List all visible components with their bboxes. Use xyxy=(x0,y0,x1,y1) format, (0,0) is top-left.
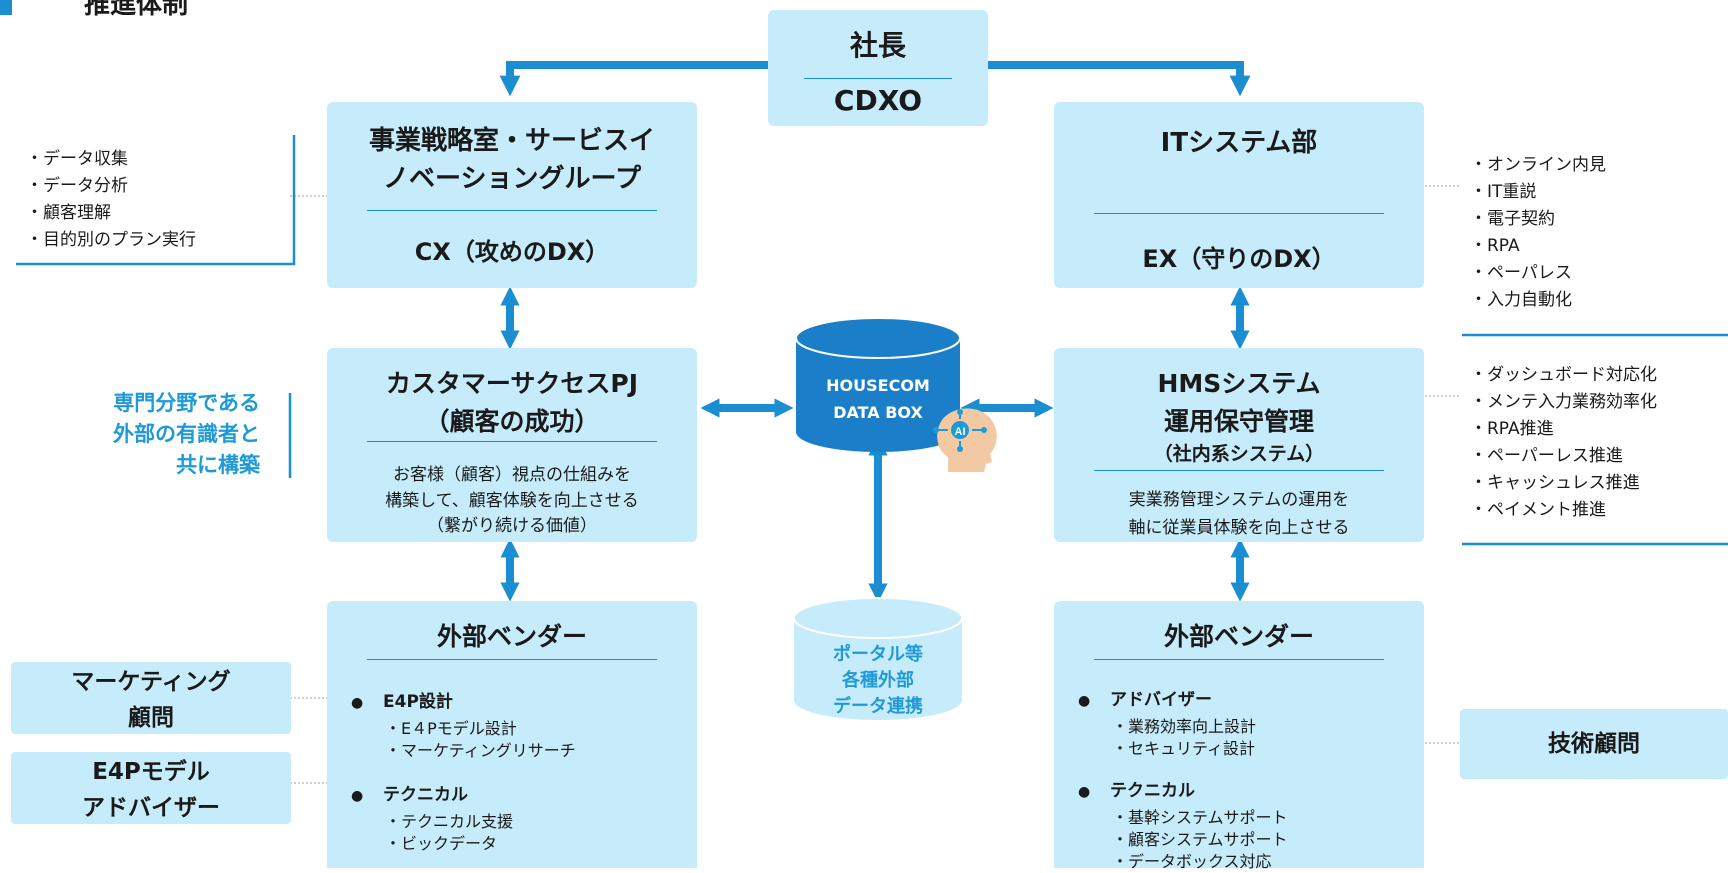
strategy-sub: CX（攻めのDX） xyxy=(414,238,610,266)
it-feature-item: IT重説 xyxy=(1470,179,1606,206)
portal-label-line1: ポータル等 xyxy=(833,644,923,665)
it-system-title: ITシステム部 xyxy=(1160,128,1318,158)
cs-desc-line3: （繋がり続ける価値） xyxy=(427,516,597,536)
left-note-line: 共に構築 xyxy=(176,453,260,477)
vendor-left-list: E4P設計 E４Pモデル設計 マーケティングリサーチ テクニカル テクニカル支援… xyxy=(351,687,576,855)
marketing-advisor-line2: 顧問 xyxy=(128,705,174,731)
left-feature-item: データ分析 xyxy=(26,173,196,200)
hms-feature-item: メンテ入力業務効率化 xyxy=(1470,389,1657,416)
portal-label-line3: データ連携 xyxy=(833,696,923,717)
arrow-top-to-strategy xyxy=(499,61,768,97)
hms-separator xyxy=(1094,470,1384,471)
hms-feature-item: ペイメント推進 xyxy=(1470,497,1657,524)
data-box-cylinder xyxy=(796,318,960,452)
arrow-top-to-it xyxy=(988,61,1251,97)
e4p-advisor-box: E4Pモデル アドバイザー xyxy=(11,752,291,824)
president-separator xyxy=(804,78,952,79)
left-note-line: 外部の有識者と xyxy=(113,422,260,446)
hms-title-line3: （社内系システム） xyxy=(1153,443,1325,465)
it-feature-item: ペーパレス xyxy=(1470,260,1606,287)
header-title: 推進体制 xyxy=(84,0,189,20)
hms-feature-list: ダッシュボード対応化 メンテ入力業務効率化 RPA推進 ペーパーレス推進 キャッ… xyxy=(1470,362,1657,524)
vendor-right-group-1-heading: アドバイザー xyxy=(1078,685,1288,710)
hms-feature-item: ダッシュボード対応化 xyxy=(1470,362,1657,389)
cs-desc-line1: お客様（顧客）視点の仕組みを xyxy=(393,465,631,485)
it-system-sub: EX（守りのDX） xyxy=(1142,245,1336,273)
cdxo-label: CDXO xyxy=(833,84,923,117)
left-feature-list: データ収集 データ分析 顧客理解 目的別のプラン実行 xyxy=(26,146,196,254)
hms-title-line1: HMSシステム xyxy=(1157,369,1321,398)
strategy-title-line2: ノベーショングループ xyxy=(383,164,641,194)
strategy-title-line1: 事業戦略室・サービスイ xyxy=(368,126,655,156)
left-feature-item: 顧客理解 xyxy=(26,200,196,227)
vendor-right-list: アドバイザー 業務効率向上設計 セキュリティ設計 テクニカル 基幹システムサポー… xyxy=(1078,685,1288,873)
vendor-right-item: セキュリティ設計 xyxy=(1078,738,1288,760)
strategy-box: 事業戦略室・サービスイ ノベーショングループ CX（攻めのDX） xyxy=(327,102,697,288)
vendor-left-item: ビックデータ xyxy=(351,833,576,855)
vendor-left-box: 外部ベンダー E4P設計 E４Pモデル設計 マーケティングリサーチ テクニカル … xyxy=(327,601,697,868)
cs-separator xyxy=(367,441,657,442)
cs-title-line2: （顧客の成功） xyxy=(424,407,600,436)
left-list-bracket xyxy=(16,135,296,266)
portal-cylinder xyxy=(794,597,962,720)
hms-title-line2: 運用保守管理 xyxy=(1163,407,1314,436)
ai-head-icon: AI xyxy=(933,408,997,472)
vendor-left-title: 外部ベンダー xyxy=(436,622,587,651)
it-feature-item: 電子契約 xyxy=(1470,206,1606,233)
cs-desc-line2: 構築して、顧客体験を向上させる xyxy=(385,491,639,511)
marketing-advisor-line1: マーケティング xyxy=(71,669,231,695)
hms-feature-item: RPA推進 xyxy=(1470,416,1657,443)
it-feature-item: 入力自動化 xyxy=(1470,287,1606,314)
e4p-advisor-line1: E4Pモデル xyxy=(92,759,210,785)
data-box-label-line2: DATA BOX xyxy=(833,403,923,422)
vendor-right-box: 外部ベンダー アドバイザー 業務効率向上設計 セキュリティ設計 テクニカル 基幹… xyxy=(1054,601,1424,871)
vendor-left-item: E４Pモデル設計 xyxy=(351,718,576,740)
vendor-left-item: テクニカル支援 xyxy=(351,811,576,833)
vendor-left-group-2-heading: テクニカル xyxy=(351,780,576,805)
vendor-right-separator xyxy=(1094,659,1384,660)
left-note: 専門分野である 外部の有識者と 共に構築 xyxy=(60,388,260,481)
portal-label-line2: 各種外部 xyxy=(842,670,914,691)
e4p-advisor-line2: アドバイザー xyxy=(82,795,220,821)
strategy-separator xyxy=(367,210,657,211)
it-separator xyxy=(1094,213,1384,214)
hms-feature-item: ペーパーレス推進 xyxy=(1470,443,1657,470)
hms-box: HMSシステム 運用保守管理 （社内系システム） 実業務管理システムの運用を 軸… xyxy=(1054,348,1424,542)
hms-feature-item: キャッシュレス推進 xyxy=(1470,470,1657,497)
technical-advisor-label: 技術顧問 xyxy=(1548,731,1640,757)
left-note-line: 専門分野である xyxy=(113,391,260,415)
technical-advisor-box: 技術顧問 xyxy=(1460,709,1728,779)
vendor-right-item: データボックス対応 xyxy=(1078,851,1288,873)
vendor-left-group-1-heading: E4P設計 xyxy=(351,687,576,712)
left-feature-item: 目的別のプラン実行 xyxy=(26,227,196,254)
left-feature-item: データ収集 xyxy=(26,146,196,173)
vendor-right-item: 基幹システムサポート xyxy=(1078,807,1288,829)
marketing-advisor-box: マーケティング 顧問 xyxy=(11,662,291,734)
vendor-right-group-2-heading: テクニカル xyxy=(1078,776,1288,801)
cs-title-line1: カスタマーサクセスPJ xyxy=(385,369,639,398)
vendor-left-item: マーケティングリサーチ xyxy=(351,740,576,762)
president-label: 社長 xyxy=(849,29,906,62)
it-system-box: ITシステム部 EX（守りのDX） xyxy=(1054,102,1424,288)
vendor-right-item: 顧客システムサポート xyxy=(1078,829,1288,851)
vendor-left-separator xyxy=(367,659,657,660)
hms-desc-line1: 実業務管理システムの運用を xyxy=(1128,490,1350,510)
data-box-label-line1: HOUSECOM xyxy=(826,376,930,395)
it-feature-list: オンライン内見 IT重説 電子契約 RPA ペーパレス 入力自動化 xyxy=(1470,152,1606,314)
vendor-right-item: 業務効率向上設計 xyxy=(1078,716,1288,738)
header-accent-bar xyxy=(0,0,12,15)
president-box: 社長 CDXO xyxy=(768,10,988,126)
it-feature-item: オンライン内見 xyxy=(1470,152,1606,179)
vendor-right-title: 外部ベンダー xyxy=(1163,622,1314,651)
hms-desc-line2: 軸に従業員体験を向上させる xyxy=(1128,518,1350,538)
ai-label: AI xyxy=(955,426,966,438)
customer-success-box: カスタマーサクセスPJ （顧客の成功） お客様（顧客）視点の仕組みを 構築して、… xyxy=(327,348,697,542)
it-feature-item: RPA xyxy=(1470,233,1606,260)
